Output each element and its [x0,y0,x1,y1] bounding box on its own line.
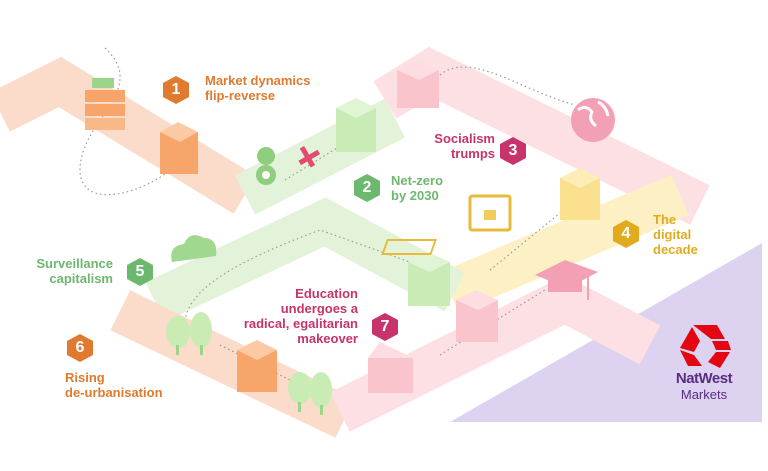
trees-right [288,372,332,415]
brand-sub: Markets [680,387,728,402]
line: capitalism [49,271,113,286]
plane-icon [298,145,321,168]
line: digital [653,227,692,242]
block-green-1 [336,98,376,152]
line: Net-zero [391,173,444,188]
line: Market dynamics [205,73,311,88]
line: decade [653,242,698,257]
line: Education [295,286,358,301]
block-orange-2 [237,340,277,392]
block-pink-2 [456,290,498,342]
globe-icon [571,98,615,142]
line: flip-reverse [205,88,276,103]
location-pin-icon [256,147,276,195]
line: makeover [297,331,358,346]
money-stack-icon [85,78,125,130]
line: radical, egalitarian [243,316,358,331]
line: undergoes a [280,301,358,316]
trees-left [166,312,212,355]
brand-block: NatWest Markets [664,370,744,402]
path-yellow [441,174,689,313]
natwest-logo [680,325,731,368]
brand-name: NatWest [675,370,733,387]
line: trumps [450,146,495,161]
block-orange-1 [160,122,198,174]
house-pink [368,342,413,393]
theme-2-badge: 2 [354,174,380,202]
line: de-urbanisation [65,385,163,400]
block-green-2 [408,252,450,306]
line: Socialism [434,131,495,146]
computer-lock-icon [381,194,512,255]
graduation-cap-icon [535,260,598,300]
path-pink-low [330,275,661,432]
cloud-icon [171,235,217,262]
block-pink-1 [397,60,439,108]
block-yellow [560,168,600,220]
line: Rising [65,370,105,385]
line: by 2030 [391,188,439,203]
line: Surveillance [36,256,113,271]
line: The [653,212,677,227]
